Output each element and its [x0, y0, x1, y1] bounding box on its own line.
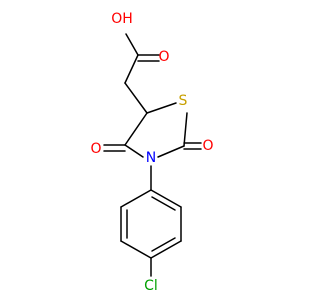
bond-n-c4 — [124, 144, 144, 158]
ring-bond-4 — [120, 240, 152, 259]
ring-inner-1 — [151, 196, 176, 211]
bond-c5-s — [146, 102, 177, 114]
ring-bond-1 — [150, 189, 182, 208]
bond-acid-ch2 — [124, 54, 139, 84]
c2-carbonyl-oxygen-label: O — [202, 138, 213, 154]
ring-inner-2 — [151, 237, 176, 252]
hydroxyl-label: OH — [111, 11, 133, 27]
chlorine-label: Cl — [144, 278, 158, 294]
bond-ch2-c5 — [124, 82, 148, 114]
bond-c2-n — [157, 145, 185, 158]
acid-carbonyl-oxygen-label: O — [158, 49, 169, 65]
molecule-diagram: OH O S O O N Cl — [90, 11, 213, 294]
ring-bond-3 — [150, 240, 182, 259]
ring-bond-6 — [120, 189, 152, 208]
bond-c4-c5 — [124, 112, 148, 146]
bonds — [103, 33, 202, 277]
nitrogen-label: N — [146, 150, 156, 166]
bond-oh-c — [125, 33, 139, 56]
bond-s-c2 — [183, 112, 188, 147]
c4-carbonyl-oxygen-label: O — [90, 141, 101, 157]
sulfur-label: S — [179, 93, 188, 109]
structure-svg: OH O S O O N Cl — [90, 11, 213, 294]
atom-labels: OH O S O O N Cl — [90, 11, 213, 294]
